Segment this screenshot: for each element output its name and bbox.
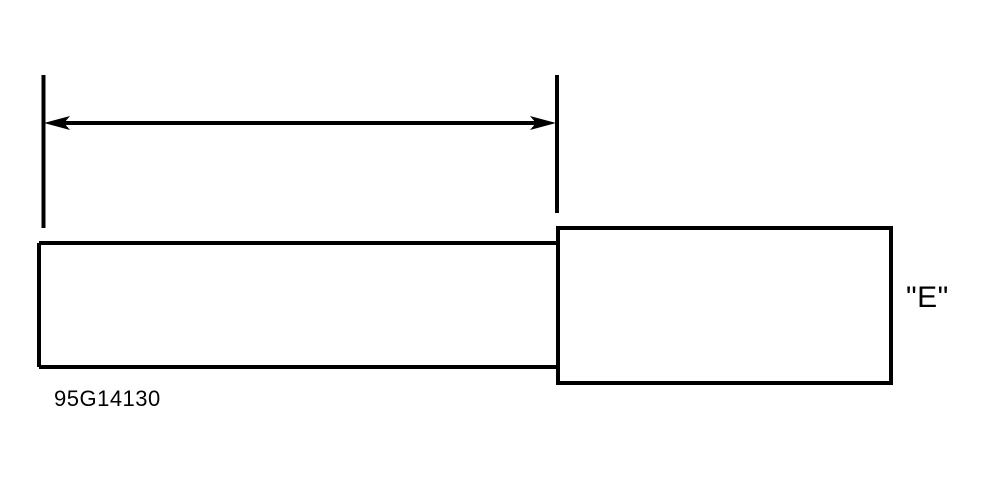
dimension-arrowhead-left-icon: [44, 116, 70, 130]
part-callout-label-e: "E": [906, 281, 949, 314]
dimension-arrowhead-right-icon: [530, 116, 556, 130]
head-body-outline: [556, 226, 893, 385]
drawing-number-label: 95G14130: [54, 386, 161, 411]
shaft-body-outline: [37, 241, 558, 369]
